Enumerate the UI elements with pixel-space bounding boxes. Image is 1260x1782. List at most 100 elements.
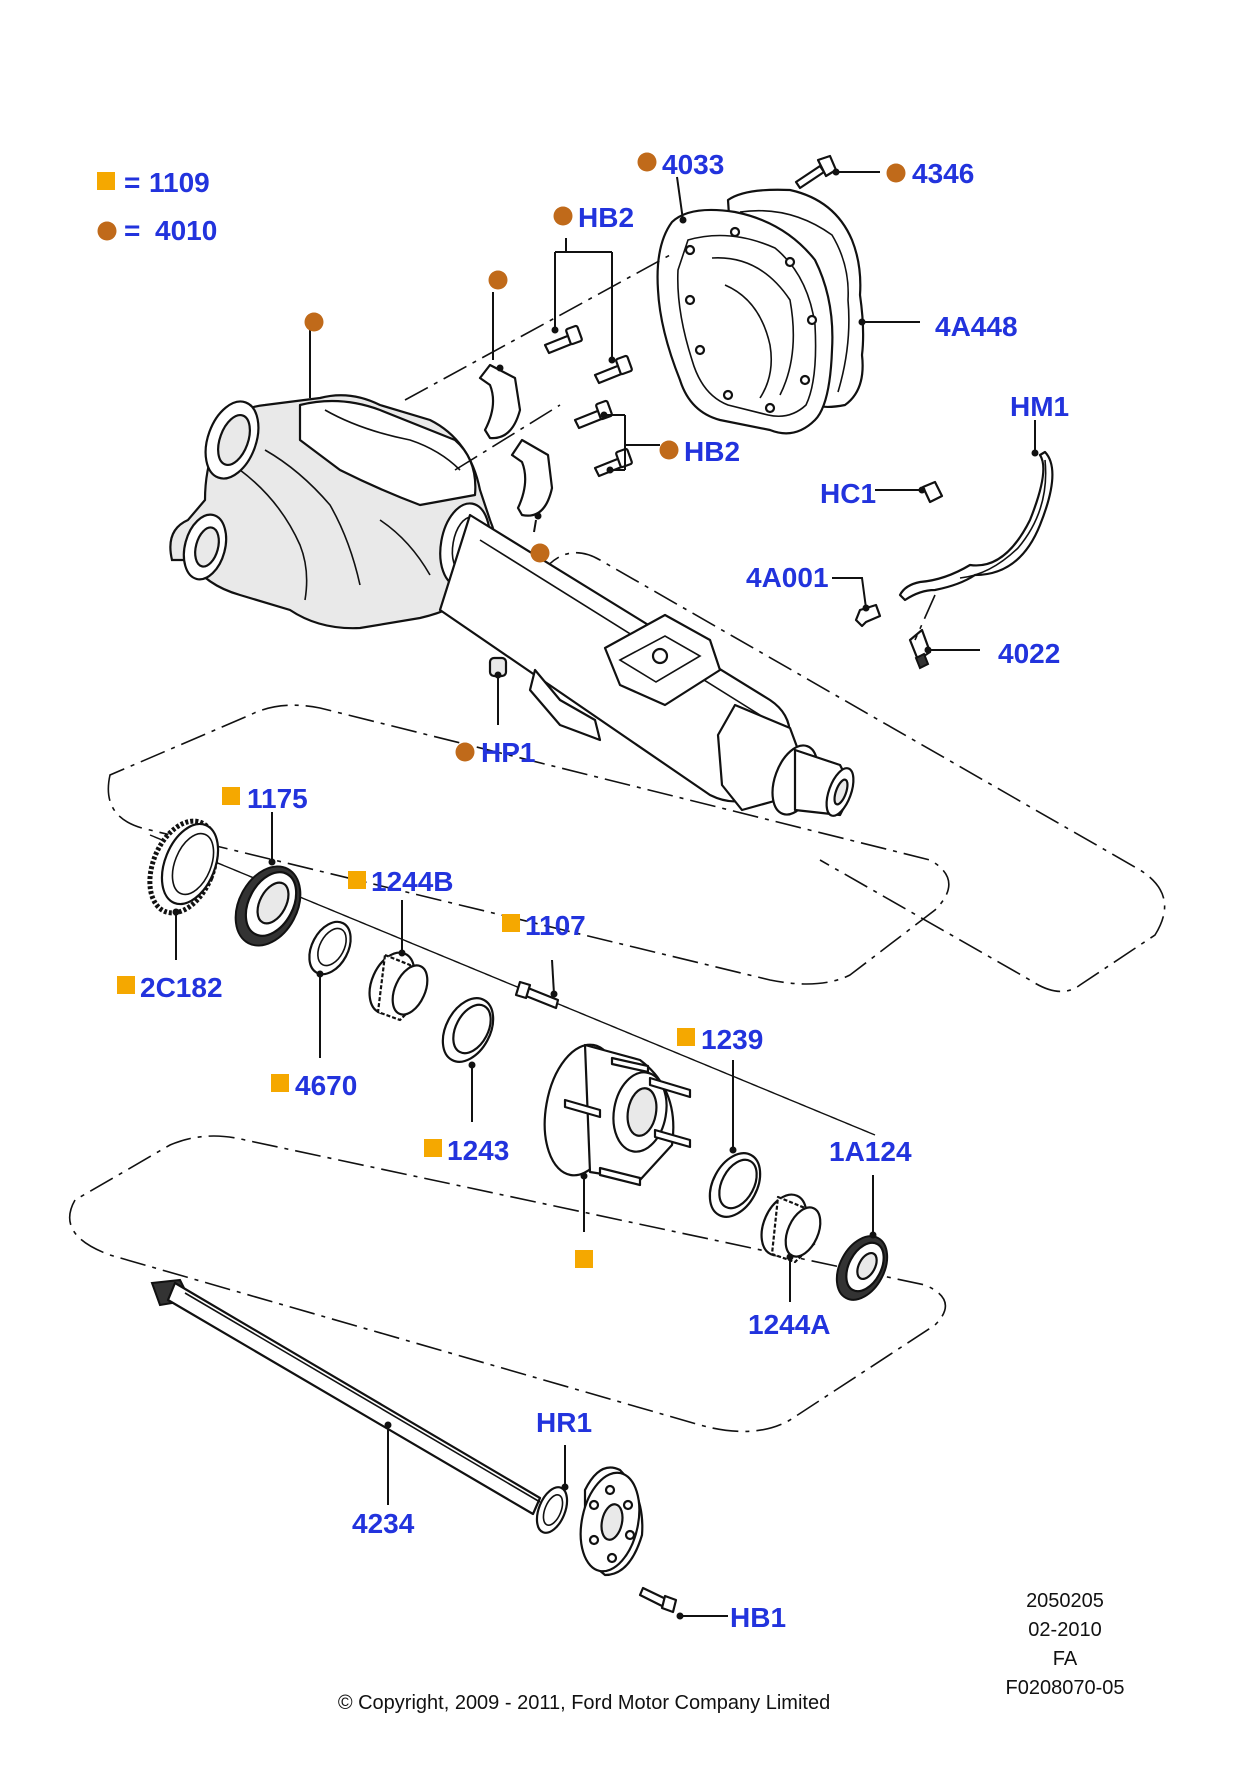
axle-tube [438,513,855,817]
brown-circle-marker [553,206,573,226]
connector-4A001 [854,603,882,628]
race-inner [718,1158,758,1210]
phantom-outline-axle-tube [539,551,1166,993]
leader-hb2-top [554,238,613,360]
orange-square-marker [424,1139,442,1157]
clip-hc1 [921,480,944,504]
carrier-rib [264,449,361,586]
leader-dot [786,1253,794,1261]
drawing-date: 02-2010 [1028,1619,1101,1641]
callout-hb2-mid: HB2 [684,436,740,467]
leader-dot [729,1146,737,1154]
axle-shaft-4234 [150,1278,542,1516]
brown-circle-marker [659,440,679,460]
bearing-cap-lower [510,438,554,517]
brown-circle-marker [637,152,657,172]
cover-bulge [711,257,795,396]
tube-lower-bracket [528,668,602,742]
centre-line [454,404,561,471]
cover-bolt-hole [684,294,696,306]
oil-seal-1175 [234,865,302,947]
sensor-4022-tip [914,652,930,670]
gasket-inner-edge [739,209,850,393]
centre-line [404,254,671,401]
leader-dot [268,858,276,866]
callout-4a448: 4A448 [935,311,1018,342]
callout-4670: 4670 [295,1070,357,1101]
phantom-outline-shaft-group [68,1135,947,1433]
callout-4234: 4234 [352,1508,415,1539]
brown-circle-marker [530,543,550,563]
drawing-reference: F0208070-05 [1006,1677,1125,1699]
bearing-race-1239 [708,1152,762,1218]
cover-bolt-hole [764,402,776,414]
cap-leader-dot [496,364,504,372]
leaders [172,168,1039,1620]
cover-bolt-4346 [794,154,838,190]
orange-square-marker [502,914,520,932]
snap-ring-4670 [308,920,352,976]
cover-rib [724,284,773,399]
leader-dot [398,949,406,957]
leader-hb2-mid [604,414,660,471]
carrier-rib [379,519,431,576]
wheel-hub [543,1043,692,1187]
legend-circle-equals: = [124,215,140,246]
callout-1244a: 1244A [748,1309,831,1340]
spring-pad-hole [651,647,669,665]
hub-bore [626,1087,658,1137]
differential-carrier-housing [169,394,497,630]
leader-4a001 [832,577,867,609]
brown-circle-marker [488,270,508,290]
flange-hole [588,1499,600,1511]
bolt-shank [794,164,826,190]
legend-circle-icon [97,221,117,241]
leader-dot [608,356,616,364]
carrier-to-cover-lines [404,254,671,471]
tone-ring-inner [171,832,215,896]
callout-1239: 1239 [701,1024,763,1055]
seal-lip [856,1251,878,1281]
tone-ring-face [160,822,220,906]
orange-square-marker [117,976,135,994]
race-inner [452,1003,492,1055]
cover-bolt-hole [722,389,734,401]
axle-flange-hub [600,1503,624,1541]
stud-head [514,980,532,1000]
bearing-cap-upper [478,363,522,440]
carrier-rear-face [298,399,477,507]
cover-flange-inner [676,234,817,418]
orange-square-marker [677,1028,695,1046]
leader-dot [606,466,614,474]
drawing-number: 2050205 [1026,1590,1104,1612]
hr1-inner [542,1494,564,1526]
leader-1107 [551,959,555,995]
callout-1107: 1107 [525,910,586,941]
left-tube-bore [194,526,220,568]
cap-leader-dot [534,512,542,520]
legend-circle-value: 4010 [155,215,217,246]
leader-4033 [676,176,684,221]
phantom-outline-hub-group [107,704,950,985]
callout-hp1: HP1 [481,737,535,768]
flange-hole [624,1529,636,1541]
orange-square-marker [348,871,366,889]
cap-bolts [543,324,633,478]
drawing-info-block: 2050205 02-2010 FA F0208070-05 [1006,1590,1125,1699]
legend-square-value: 1109 [149,167,210,198]
abs-tone-ring-2C182 [147,818,220,916]
cover-bolt-hole [684,244,696,256]
cover-bolt-hole [799,374,811,386]
leader-dot [869,1231,877,1239]
copyright-notice: © Copyright, 2009 - 2011, Ford Motor Com… [338,1692,830,1714]
callout-4a001: 4A001 [746,562,829,593]
seal-1A124 [835,1235,889,1301]
cover-bolt-hole [806,314,818,326]
leader-dot [172,908,180,916]
callout-hb1: HB1 [730,1602,786,1633]
leader-dot [924,646,932,654]
differential-cover-4033 [656,208,834,435]
callout-1243: 1243 [447,1135,509,1166]
leader-dot [1031,449,1039,457]
